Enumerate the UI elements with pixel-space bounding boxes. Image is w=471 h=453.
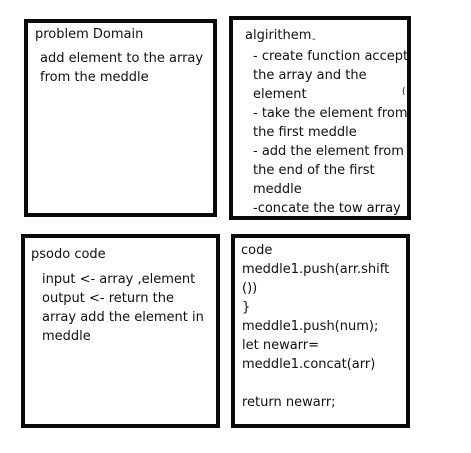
pseudocode-line: meddle <box>42 329 91 344</box>
code-line: meddle1.concat(arr) <box>242 357 376 372</box>
problem-domain-box: problem Domain add element to the array … <box>24 19 217 217</box>
code-line: return newarr; <box>242 395 336 410</box>
code-text: meddle1.push(arr.shift ()) } meddle1.pus… <box>242 260 389 412</box>
problem-domain-line: add element to the array <box>40 51 204 66</box>
code-line: meddle1.push(num); <box>242 319 379 334</box>
code-line: } <box>242 300 251 315</box>
algorithm-line: the first meddle <box>253 125 357 140</box>
code-line: ()) <box>242 281 258 296</box>
algorithm-steps: - create function accept the array and t… <box>253 47 409 216</box>
problem-domain-title: problem Domain <box>35 27 144 42</box>
code-line: let newarr= <box>242 338 320 353</box>
problem-domain-text: add element to the array from the meddle <box>40 49 203 87</box>
pseudocode-box: psodo code input <- array ,element outpu… <box>21 234 220 428</box>
code-line <box>242 374 389 393</box>
code-line: meddle1.push(arr.shift <box>242 262 390 277</box>
algorithm-line: the end of the first <box>253 163 375 178</box>
algorithm-line: - create function accept <box>253 49 409 64</box>
algorithm-box: algirithem - create function accept the … <box>229 16 411 220</box>
algorithm-line: -concate the tow array <box>253 201 401 216</box>
algorithm-title: algirithem <box>245 28 312 43</box>
pseudocode-title: psodo code <box>31 247 106 262</box>
stray-paren-mark: ( <box>402 87 406 97</box>
problem-domain-line: from the meddle <box>40 70 149 85</box>
pseudocode-line: output <- return the <box>42 291 174 306</box>
algorithm-line: - take the element from <box>253 106 408 121</box>
pseudocode-line: array add the element in <box>42 310 204 325</box>
pseudocode-text: input <- array ,element output <- return… <box>42 270 204 346</box>
algorithm-line: element <box>253 87 307 102</box>
algorithm-line: the array and the <box>253 68 367 83</box>
code-title: code <box>241 243 273 258</box>
code-box: code meddle1.push(arr.shift ()) } meddle… <box>231 234 410 428</box>
pseudocode-line: input <- array ,element <box>42 272 196 287</box>
stray-dash-mark: - <box>312 34 316 45</box>
algorithm-line: - add the element from <box>253 144 404 159</box>
algorithm-line: meddle <box>253 182 302 197</box>
